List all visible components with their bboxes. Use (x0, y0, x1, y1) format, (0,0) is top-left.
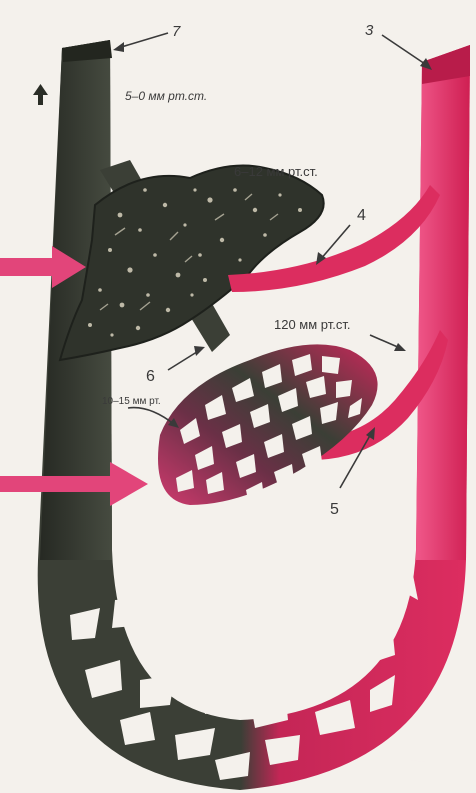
pressure-artery-label: 120 мм рт.ст. (274, 317, 350, 332)
label-7: 7 (172, 23, 181, 40)
pressure-capillary-label: 10–15 мм рт. (102, 396, 161, 407)
label-6: 6 (146, 368, 155, 385)
pressure-portal-label: 6–12 мм рт.ст. (234, 164, 318, 179)
pressure-vein-label: 5–0 мм рт.ст. (125, 89, 207, 103)
artery-column (416, 45, 470, 560)
label-5: 5 (330, 501, 339, 518)
up-arrow-icon (33, 84, 48, 105)
label-4: 4 (357, 207, 366, 224)
label-3: 3 (365, 22, 374, 39)
